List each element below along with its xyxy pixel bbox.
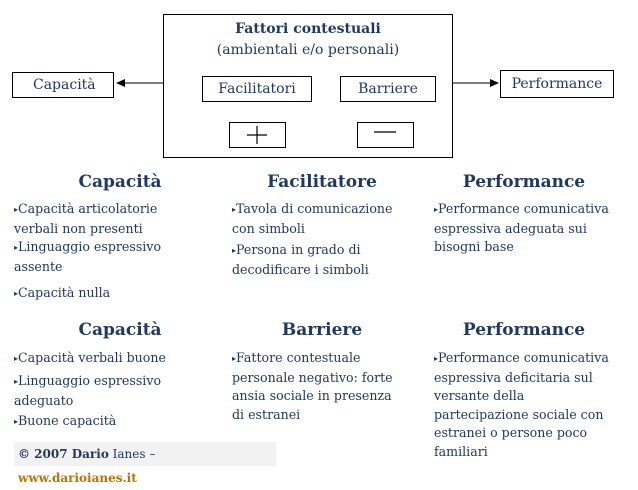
performance-box: Performance (500, 70, 614, 98)
minus-icon (374, 131, 396, 133)
diagram-arrows (116, 79, 499, 87)
arrow-head-performance (490, 79, 499, 87)
row1-capacita-title: Capacità (78, 172, 162, 192)
plus-icon (247, 126, 267, 144)
minus-symbol-box (357, 122, 414, 148)
row1-facilitatore-title: Facilitatore (267, 172, 377, 192)
row2-capacita-title: Capacità (78, 320, 162, 340)
row2-col3-item: ▸Performance comunicativa espressiva def… (434, 350, 609, 459)
row2-performance-title: Performance (462, 320, 586, 340)
plus-symbol-box (229, 122, 286, 148)
row1-col2-item: ▸Tavola di comunicazione con simboli (232, 201, 393, 236)
row2-col2-item: ▸Fattore contestuale personale negativo:… (232, 350, 393, 422)
copyright-text: © 2007 Dario (18, 447, 109, 461)
row1-col1-item: ▸Linguaggio espressivo assente (14, 239, 162, 274)
row1-col3-item: ▸Performance comunicativa espressiva ade… (434, 201, 609, 254)
row1-col2-item: ▸Persona in grado di decodificare i simb… (232, 242, 369, 277)
author-name: Ianes – (108, 447, 156, 461)
facilitatori-box: Facilitatori (202, 76, 312, 102)
copyright-footer: © 2007 Dario Ianes – www.darioianes.it (14, 442, 276, 485)
arrow-head-capacita (116, 79, 125, 87)
context-title: Fattori contestuali (235, 21, 381, 37)
row2-col1-item: ▸Buone capacità (14, 413, 117, 428)
row1-col1-item: ▸Capacità nulla (14, 285, 111, 300)
facilitatori-label: Facilitatori (218, 81, 296, 97)
barriere-box: Barriere (340, 76, 436, 102)
row2-col1-item: ▸Linguaggio espressivo adeguato (14, 373, 162, 408)
barriere-label: Barriere (358, 81, 418, 97)
row2-col1-item: ▸Capacità verbali buone (14, 350, 166, 365)
context-subtitle: (ambientali e/o personali) (216, 42, 400, 58)
row2-barriere-title: Barriere (281, 320, 363, 340)
capacita-box: Capacità (12, 72, 114, 98)
capacita-label: Capacità (33, 77, 96, 93)
row1-col1-item: ▸Capacità articolatorie verbali non pres… (14, 201, 158, 236)
performance-label: Performance (511, 76, 603, 92)
website-link[interactable]: www.darioianes.it (18, 471, 137, 485)
row1-performance-title: Performance (462, 172, 586, 192)
